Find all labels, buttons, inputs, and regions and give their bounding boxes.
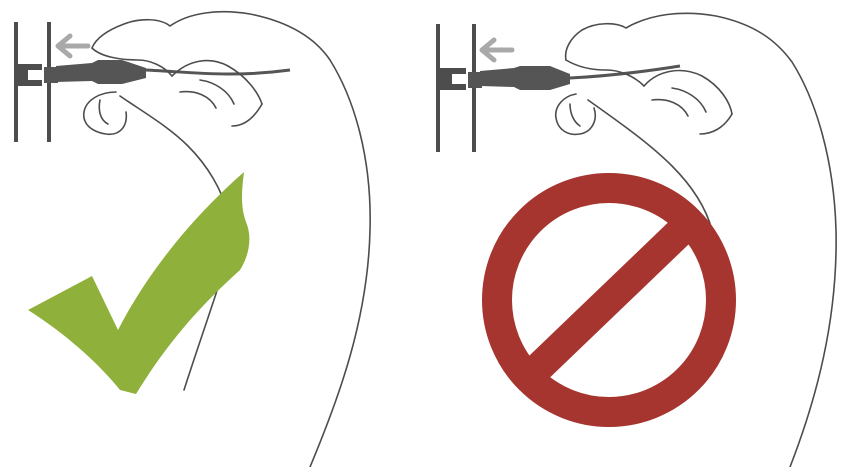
panel-correct [0, 0, 400, 467]
incorrect-illustration [420, 0, 845, 467]
correct-illustration [0, 0, 400, 467]
panel-incorrect [420, 0, 845, 467]
prohibited-icon [497, 188, 721, 412]
pull-arrow-icon [482, 40, 512, 60]
pull-arrow-icon [58, 36, 88, 56]
plug [468, 66, 680, 90]
plug [44, 60, 290, 84]
checkmark-icon [28, 172, 249, 394]
